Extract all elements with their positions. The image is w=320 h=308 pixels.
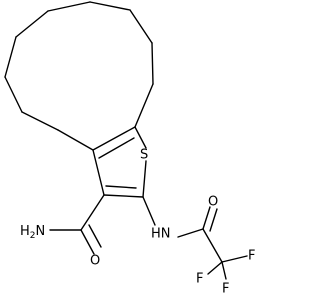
ring-bond: [57, 129, 94, 151]
ring-bond: [47, 1, 91, 12]
chain-bond: [142, 196, 156, 226]
ring-double-bond: [105, 185, 137, 189]
ring-bond: [142, 160, 147, 198]
ring-double-bond: [98, 137, 135, 159]
double-bond: [80, 229, 95, 255]
molecule-figure: S H2N O HN O F F F: [4, 1, 255, 297]
ring-bond: [21, 111, 59, 131]
fluorine-bottom-label: F: [222, 282, 229, 297]
thiophene-ring: [92, 126, 147, 198]
ring-bond: [4, 36, 17, 78]
trifluoroacetamide-group: [142, 196, 248, 280]
ring-bond: [89, 1, 131, 11]
double-bond: [209, 208, 218, 232]
amide-oxygen-label: O: [90, 254, 100, 269]
chain-bond: [80, 194, 105, 231]
amide-nitrogen-prefix: H: [20, 224, 30, 239]
nh-label: HN: [151, 227, 171, 242]
chain-bond: [177, 228, 204, 238]
fluorine-right-label: F: [248, 249, 255, 264]
macrocycle-ring: [4, 1, 154, 151]
ring-bond: [15, 10, 49, 38]
fluorine-left-label: F: [196, 272, 203, 287]
double-bond: [202, 206, 211, 230]
amide-nitrogen-suffix: N: [36, 224, 46, 239]
ring-bond: [4, 76, 23, 113]
ring-bond: [129, 9, 153, 44]
carboxamide-group: [49, 194, 105, 255]
chain-bond: [221, 255, 248, 263]
ring-bond: [103, 194, 144, 198]
chain-bond: [221, 261, 227, 280]
amide-nitrogen-subscript: 2: [30, 231, 36, 241]
chain-bond: [207, 261, 223, 275]
chain-bond: [202, 228, 223, 263]
molecule-structure: S H2N O HN O F F F: [4, 1, 255, 297]
double-bond: [88, 224, 102, 248]
acyl-oxygen-label: O: [208, 195, 218, 210]
ring-bond: [151, 42, 154, 85]
ring-bond: [134, 126, 147, 149]
ring-bond: [92, 149, 105, 196]
sulfur-atom-label: S: [140, 148, 148, 163]
ring-bond: [134, 83, 154, 128]
amide-nitrogen-label: H2N: [20, 224, 45, 241]
ring-bond: [92, 126, 136, 151]
